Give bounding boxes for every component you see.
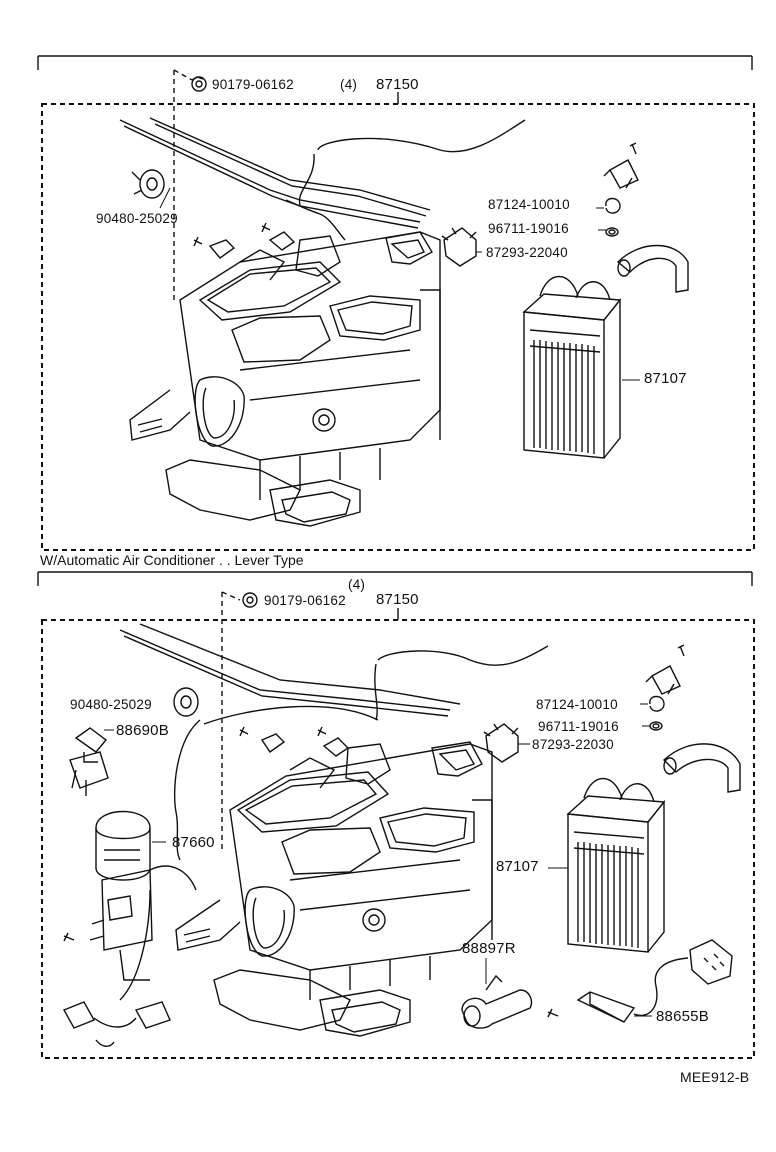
label-main-assembly: 87150 xyxy=(376,76,419,93)
servo-motor-icon xyxy=(89,810,197,981)
heater-unit-housing xyxy=(175,726,493,1037)
valve-icon xyxy=(483,723,519,763)
section2-frame xyxy=(37,571,755,1059)
label-oring-part: 96711-19016 xyxy=(538,719,619,734)
section2-leaders xyxy=(104,703,652,1017)
section1-leaders xyxy=(159,187,640,381)
nut-icon xyxy=(191,76,207,92)
pipe-icon xyxy=(616,244,689,293)
label-core-part: 87107 xyxy=(644,370,687,387)
label-sensor-part: 88897R xyxy=(462,940,516,957)
thermistor-icon xyxy=(576,939,733,1023)
label-main-assembly: 87150 xyxy=(376,591,419,608)
oring-icon xyxy=(649,721,663,731)
pipe-icon xyxy=(662,743,741,793)
switch-icon xyxy=(69,727,109,796)
oring-icon xyxy=(605,227,619,237)
document-code: MEE912-B xyxy=(680,1069,750,1085)
label-grommet-part: 90480-25029 xyxy=(70,697,152,712)
heater-core-icon xyxy=(566,778,666,953)
small-clips xyxy=(193,222,296,259)
label-nut-part: 90179-06162 xyxy=(212,77,294,92)
grommet-icon xyxy=(173,687,199,717)
label-core-part: 87107 xyxy=(496,858,539,875)
clamp-icon xyxy=(645,644,685,712)
grommet-icon xyxy=(131,169,165,199)
heater-core-icon xyxy=(522,276,622,459)
label-valve-part: 87293-22040 xyxy=(486,245,568,260)
label-valve-part: 87293-22030 xyxy=(532,737,614,752)
control-cables xyxy=(119,117,526,241)
label-switch-part: 88690B xyxy=(116,722,169,739)
wire-connectors xyxy=(63,889,171,1047)
sensor-icon xyxy=(461,974,559,1029)
section1-parts xyxy=(119,76,689,527)
section1-frame xyxy=(37,55,755,551)
nut-icon xyxy=(242,592,258,608)
control-cables xyxy=(119,623,549,861)
label-servo-part: 87660 xyxy=(172,834,215,851)
label-oring-part: 96711-19016 xyxy=(488,221,569,236)
clamp-icon xyxy=(603,142,639,214)
label-clamp-part: 87124-10010 xyxy=(488,197,570,212)
label-clamp-part: 87124-10010 xyxy=(536,697,618,712)
heater-unit-housing xyxy=(129,231,441,527)
label-nut-part: 90179-06162 xyxy=(264,593,346,608)
valve-icon xyxy=(441,227,477,267)
label-nut-qty: (4) xyxy=(340,77,358,92)
label-grommet-part: 90480-25029 xyxy=(96,211,178,226)
section2-title: W/Automatic Air Conditioner . . Lever Ty… xyxy=(40,552,304,568)
label-thermistor-part: 88655B xyxy=(656,1008,709,1025)
label-nut-qty: (4) xyxy=(348,577,366,592)
section2-parts xyxy=(63,592,741,1047)
